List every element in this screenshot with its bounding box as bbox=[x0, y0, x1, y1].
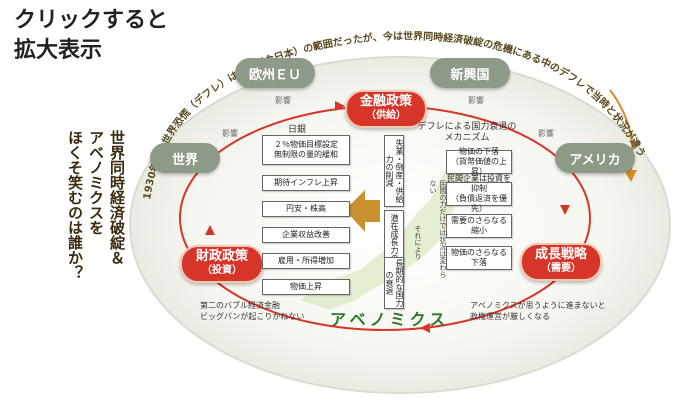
hint-line-2: 拡大表示 bbox=[14, 38, 103, 63]
influence-label-emerging: 影響 bbox=[468, 96, 484, 105]
cycle-arrow-bottom bbox=[420, 323, 430, 333]
boj-step-6: 物価上昇 bbox=[262, 279, 350, 295]
monetary-sub: （供給） bbox=[366, 110, 406, 121]
click-to-enlarge-hint[interactable]: クリックすると 拡大表示 bbox=[14, 6, 168, 66]
node-america: アメリカ bbox=[555, 143, 635, 173]
deflation-flow: 物価の下落 （貨幣価値の上昇） 民間企業は投資を抑制 （負債返済を優先） 需要の… bbox=[446, 147, 512, 270]
influence-label-america: 影響 bbox=[538, 129, 554, 138]
question-line-3: ほくそ笑むのは誰か？ bbox=[66, 130, 84, 280]
boj-title: 日銀 bbox=[288, 125, 307, 135]
boj-step-5: 雇用・所得増加 bbox=[262, 253, 350, 269]
boj-flow: ２％物価目標設定 無制限の量的緩和 期待インフレ上昇 円安・株高 企業収益改善 … bbox=[262, 135, 350, 295]
node-growth-strategy: 成長戦略 （需要） bbox=[520, 243, 602, 281]
node-world: 世界 bbox=[150, 143, 220, 173]
deflation-step-2: 民間企業は投資を抑制 （負債返済を優先） bbox=[446, 174, 512, 213]
growth-title: 成長戦略 bbox=[534, 247, 587, 262]
monetary-title: 金融政策 bbox=[359, 94, 412, 109]
influence-label-eu: 影響 bbox=[275, 96, 291, 105]
arc-arrow-head bbox=[624, 170, 637, 182]
bottom-right-caption: アベノミクスが思うように進まないと 政権運営が厳しくなる bbox=[470, 301, 606, 321]
node-eu: 欧州ＥＵ bbox=[235, 58, 315, 88]
big-left-arrow bbox=[345, 190, 380, 232]
question-line-1: 世界同時経済破綻＆ bbox=[108, 130, 126, 265]
mid-column-1: 失業・倒産・供給力の削減 bbox=[384, 135, 404, 207]
deflation-step-1: 物価の下落 （貨幣価値の上昇） bbox=[446, 147, 512, 176]
deflation-title: デフレによる国力衰退の メカニズム bbox=[417, 122, 517, 143]
node-fiscal-policy: 財政政策 （投資） bbox=[180, 245, 264, 283]
cycle-arrow-right bbox=[560, 205, 570, 215]
boj-step-4: 企業収益改善 bbox=[262, 227, 350, 243]
abenomics-label: アベノミクス bbox=[330, 310, 450, 329]
deflation-step-3: 需要のさらなる 縮小 bbox=[446, 214, 512, 238]
influence-label-world: 影響 bbox=[222, 129, 238, 138]
growth-sub: （需要） bbox=[541, 263, 581, 274]
mid-column-3: 長期的な国力の衰退 bbox=[384, 257, 404, 309]
boj-step-1: ２％物価目標設定 無制限の量的緩和 bbox=[262, 135, 350, 165]
cycle-arrow-top bbox=[335, 101, 345, 111]
deflation-side-label-2: それにより bbox=[414, 225, 422, 260]
boj-step-2: 期待インフレ上昇 bbox=[262, 175, 350, 191]
fiscal-sub: （投資） bbox=[202, 265, 242, 276]
cycle-arrow-left bbox=[205, 225, 215, 235]
fiscal-title: 財政政策 bbox=[195, 249, 248, 264]
deflation-step-4: 物価のさらなる 下落 bbox=[446, 246, 512, 270]
boj-step-3: 円安・株高 bbox=[262, 201, 350, 217]
node-emerging: 新興国 bbox=[430, 58, 510, 88]
deflation-side-label: 民間の力だけでは状況は変わらない bbox=[429, 180, 447, 278]
question-line-2: アベノミクスを bbox=[87, 130, 105, 235]
bottom-left-caption: 第二のバブル経済金融 ビッグバンが起こりかねない bbox=[200, 301, 305, 321]
hint-line-1: クリックすると bbox=[14, 8, 169, 33]
left-question: 世界同時経済破綻＆ アベノミクスを ほくそ笑むのは誰か？ bbox=[66, 130, 126, 280]
node-monetary-policy: 金融政策 （供給） bbox=[345, 90, 427, 128]
